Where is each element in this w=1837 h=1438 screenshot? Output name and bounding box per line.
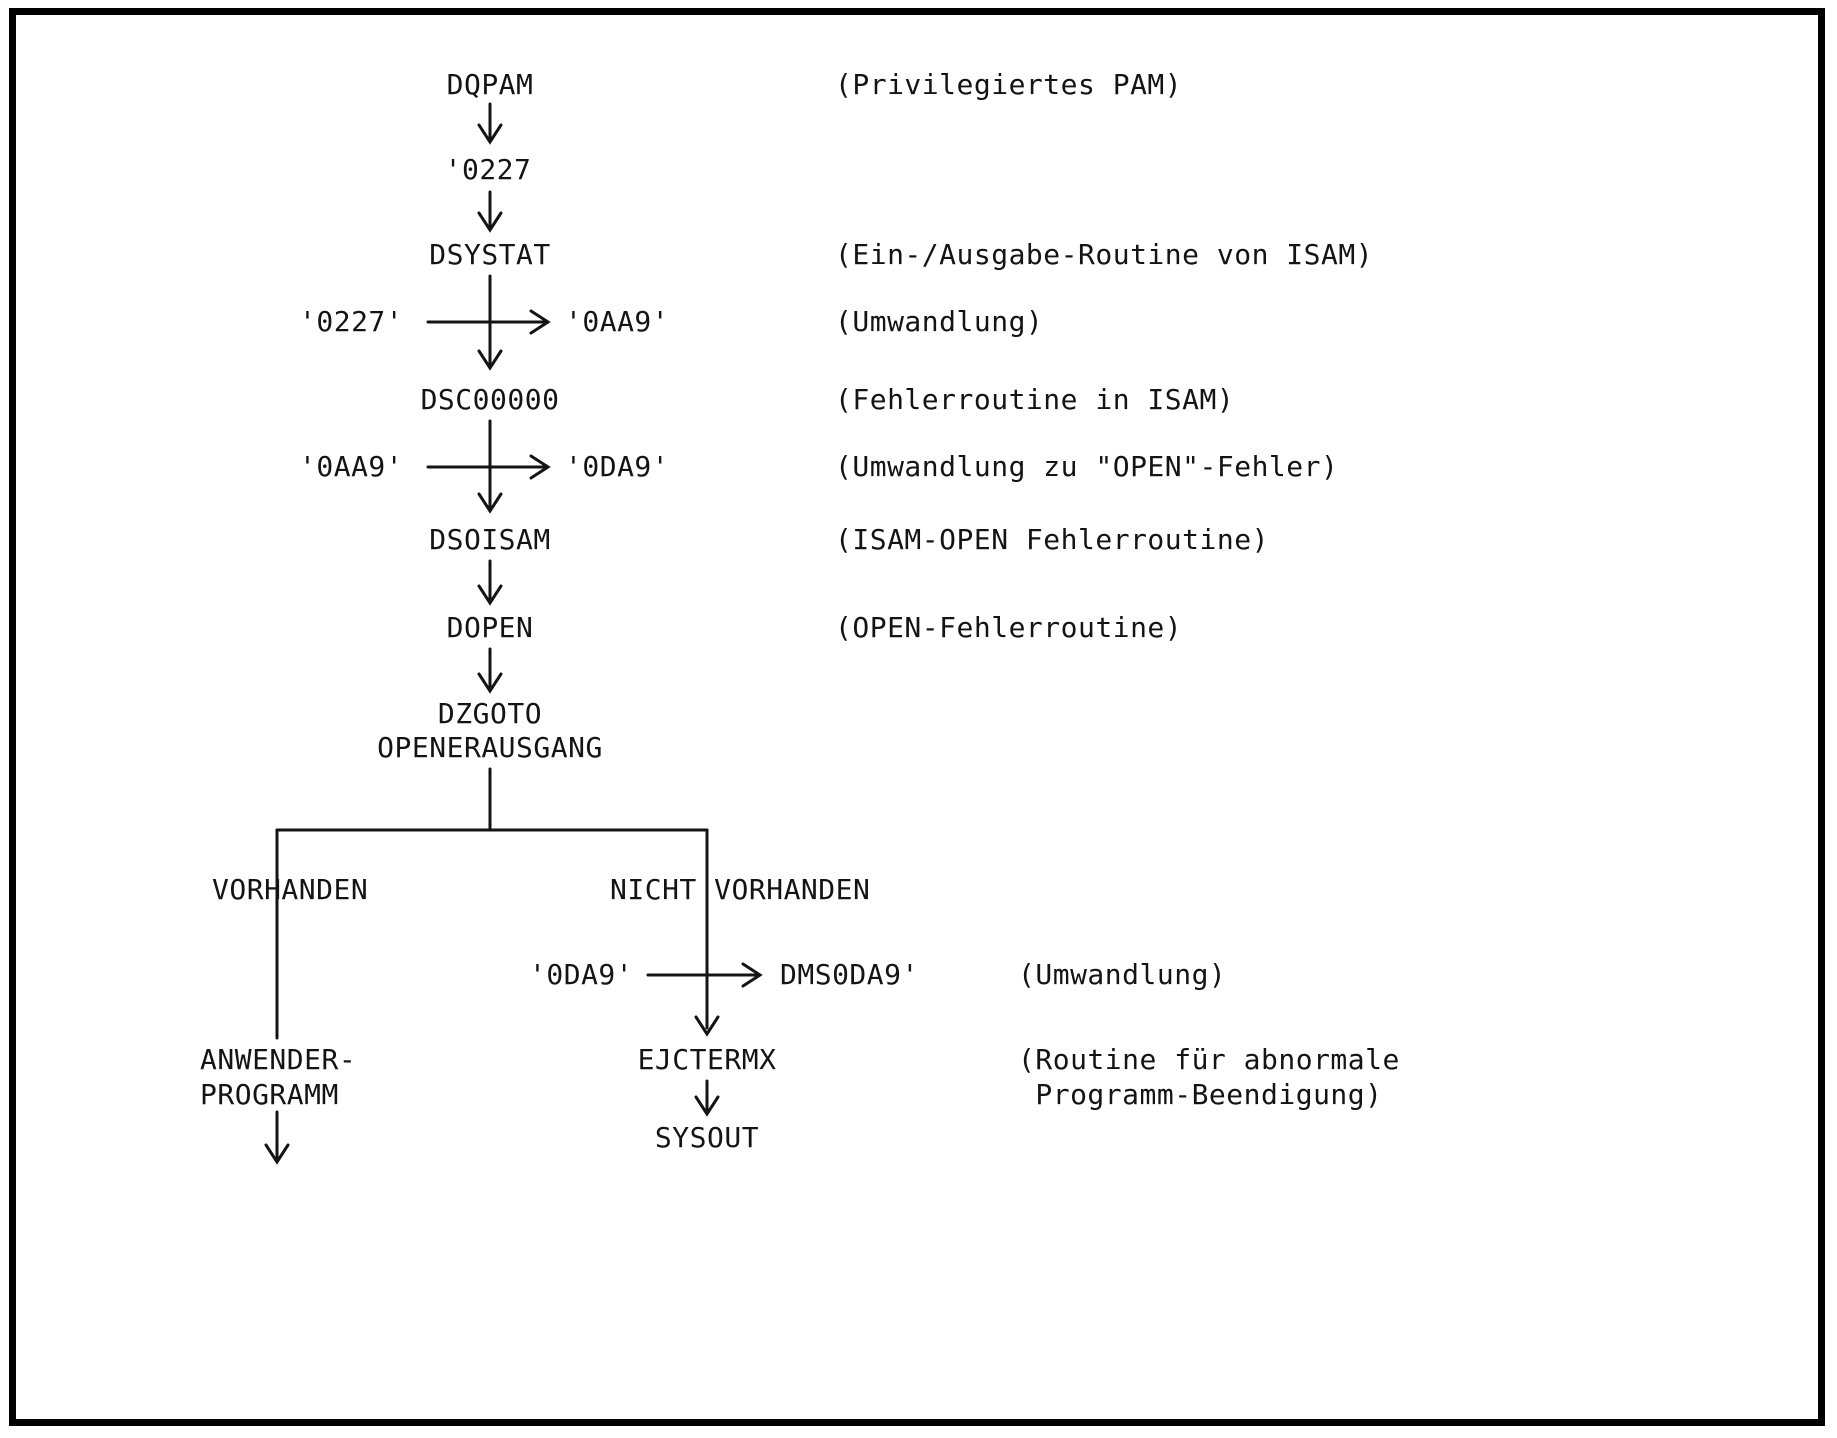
- node-openerausgang: OPENERAUSGANG: [377, 731, 603, 764]
- arrow-dqpam-to-0227: [477, 102, 503, 145]
- right-branch-arrow: [694, 828, 720, 1037]
- conversion1-from: '0227': [299, 305, 404, 338]
- node-sysout: SYSOUT: [654, 1121, 760, 1154]
- conversion2-from: '0AA9': [299, 450, 404, 483]
- annotation-ejctermx-line2: Programm-Beendigung): [1018, 1078, 1383, 1111]
- annotation-conversion3: (Umwandlung): [1018, 958, 1227, 991]
- annotation-dsc00000: (Fehlerroutine in ISAM): [835, 383, 1235, 416]
- annotation-dsoisam: (ISAM-OPEN Fehlerroutine): [835, 523, 1269, 556]
- conversion-arrow-0da9-dms0da9: [646, 962, 763, 988]
- node-dzgoto: DZGOTO: [437, 697, 543, 730]
- annotation-conversion1: (Umwandlung): [835, 305, 1044, 338]
- node-ejctermx: EJCTERMX: [637, 1043, 777, 1076]
- arrow-dsoisam-to-dopen: [477, 559, 503, 606]
- node-anwenderprogramm-line2: PROGRAMM: [200, 1078, 339, 1111]
- node-anwenderprogramm-line1: ANWENDER-: [200, 1043, 357, 1076]
- node-dsc00000: DSC00000: [420, 383, 560, 416]
- arrow-dsc00000-to-dsoisam: [477, 419, 503, 514]
- branch-label-vorhanden: VORHANDEN: [212, 873, 369, 906]
- arrow-dsystat-to-dsc00000: [477, 274, 503, 371]
- node-dsoisam: DSOISAM: [429, 523, 551, 556]
- conversion1-to: '0AA9': [565, 305, 670, 338]
- conversion-arrow-0227-0aa9: [426, 309, 551, 335]
- annotation-dopen: (OPEN-Fehlerroutine): [835, 611, 1183, 644]
- annotation-dqpam: (Privilegiertes PAM): [835, 68, 1183, 101]
- arrow-0227-to-dsystat: [477, 190, 503, 233]
- arrow-dopen-to-dzgoto: [477, 647, 503, 694]
- node-dqpam: DQPAM: [446, 68, 534, 101]
- left-branch-exit-arrow: [264, 1110, 290, 1165]
- conversion-arrow-0aa9-0da9: [426, 454, 551, 480]
- node-dsystat: DSYSTAT: [429, 238, 551, 271]
- conversion3-to: DMS0DA9': [780, 958, 919, 991]
- branch-label-nicht-vorhanden: NICHT VORHANDEN: [610, 873, 871, 906]
- conversion2-to: '0DA9': [565, 450, 670, 483]
- annotation-conversion2: (Umwandlung zu "OPEN"-Fehler): [835, 450, 1339, 483]
- arrow-ejctermx-to-sysout: [694, 1079, 720, 1117]
- annotation-dsystat: (Ein-/Ausgabe-Routine von ISAM): [835, 238, 1374, 271]
- node-code-0227: '0227: [444, 153, 532, 186]
- conversion3-from: '0DA9': [529, 958, 634, 991]
- annotation-ejctermx-line1: (Routine für abnormale: [1018, 1043, 1400, 1076]
- node-dopen: DOPEN: [446, 611, 534, 644]
